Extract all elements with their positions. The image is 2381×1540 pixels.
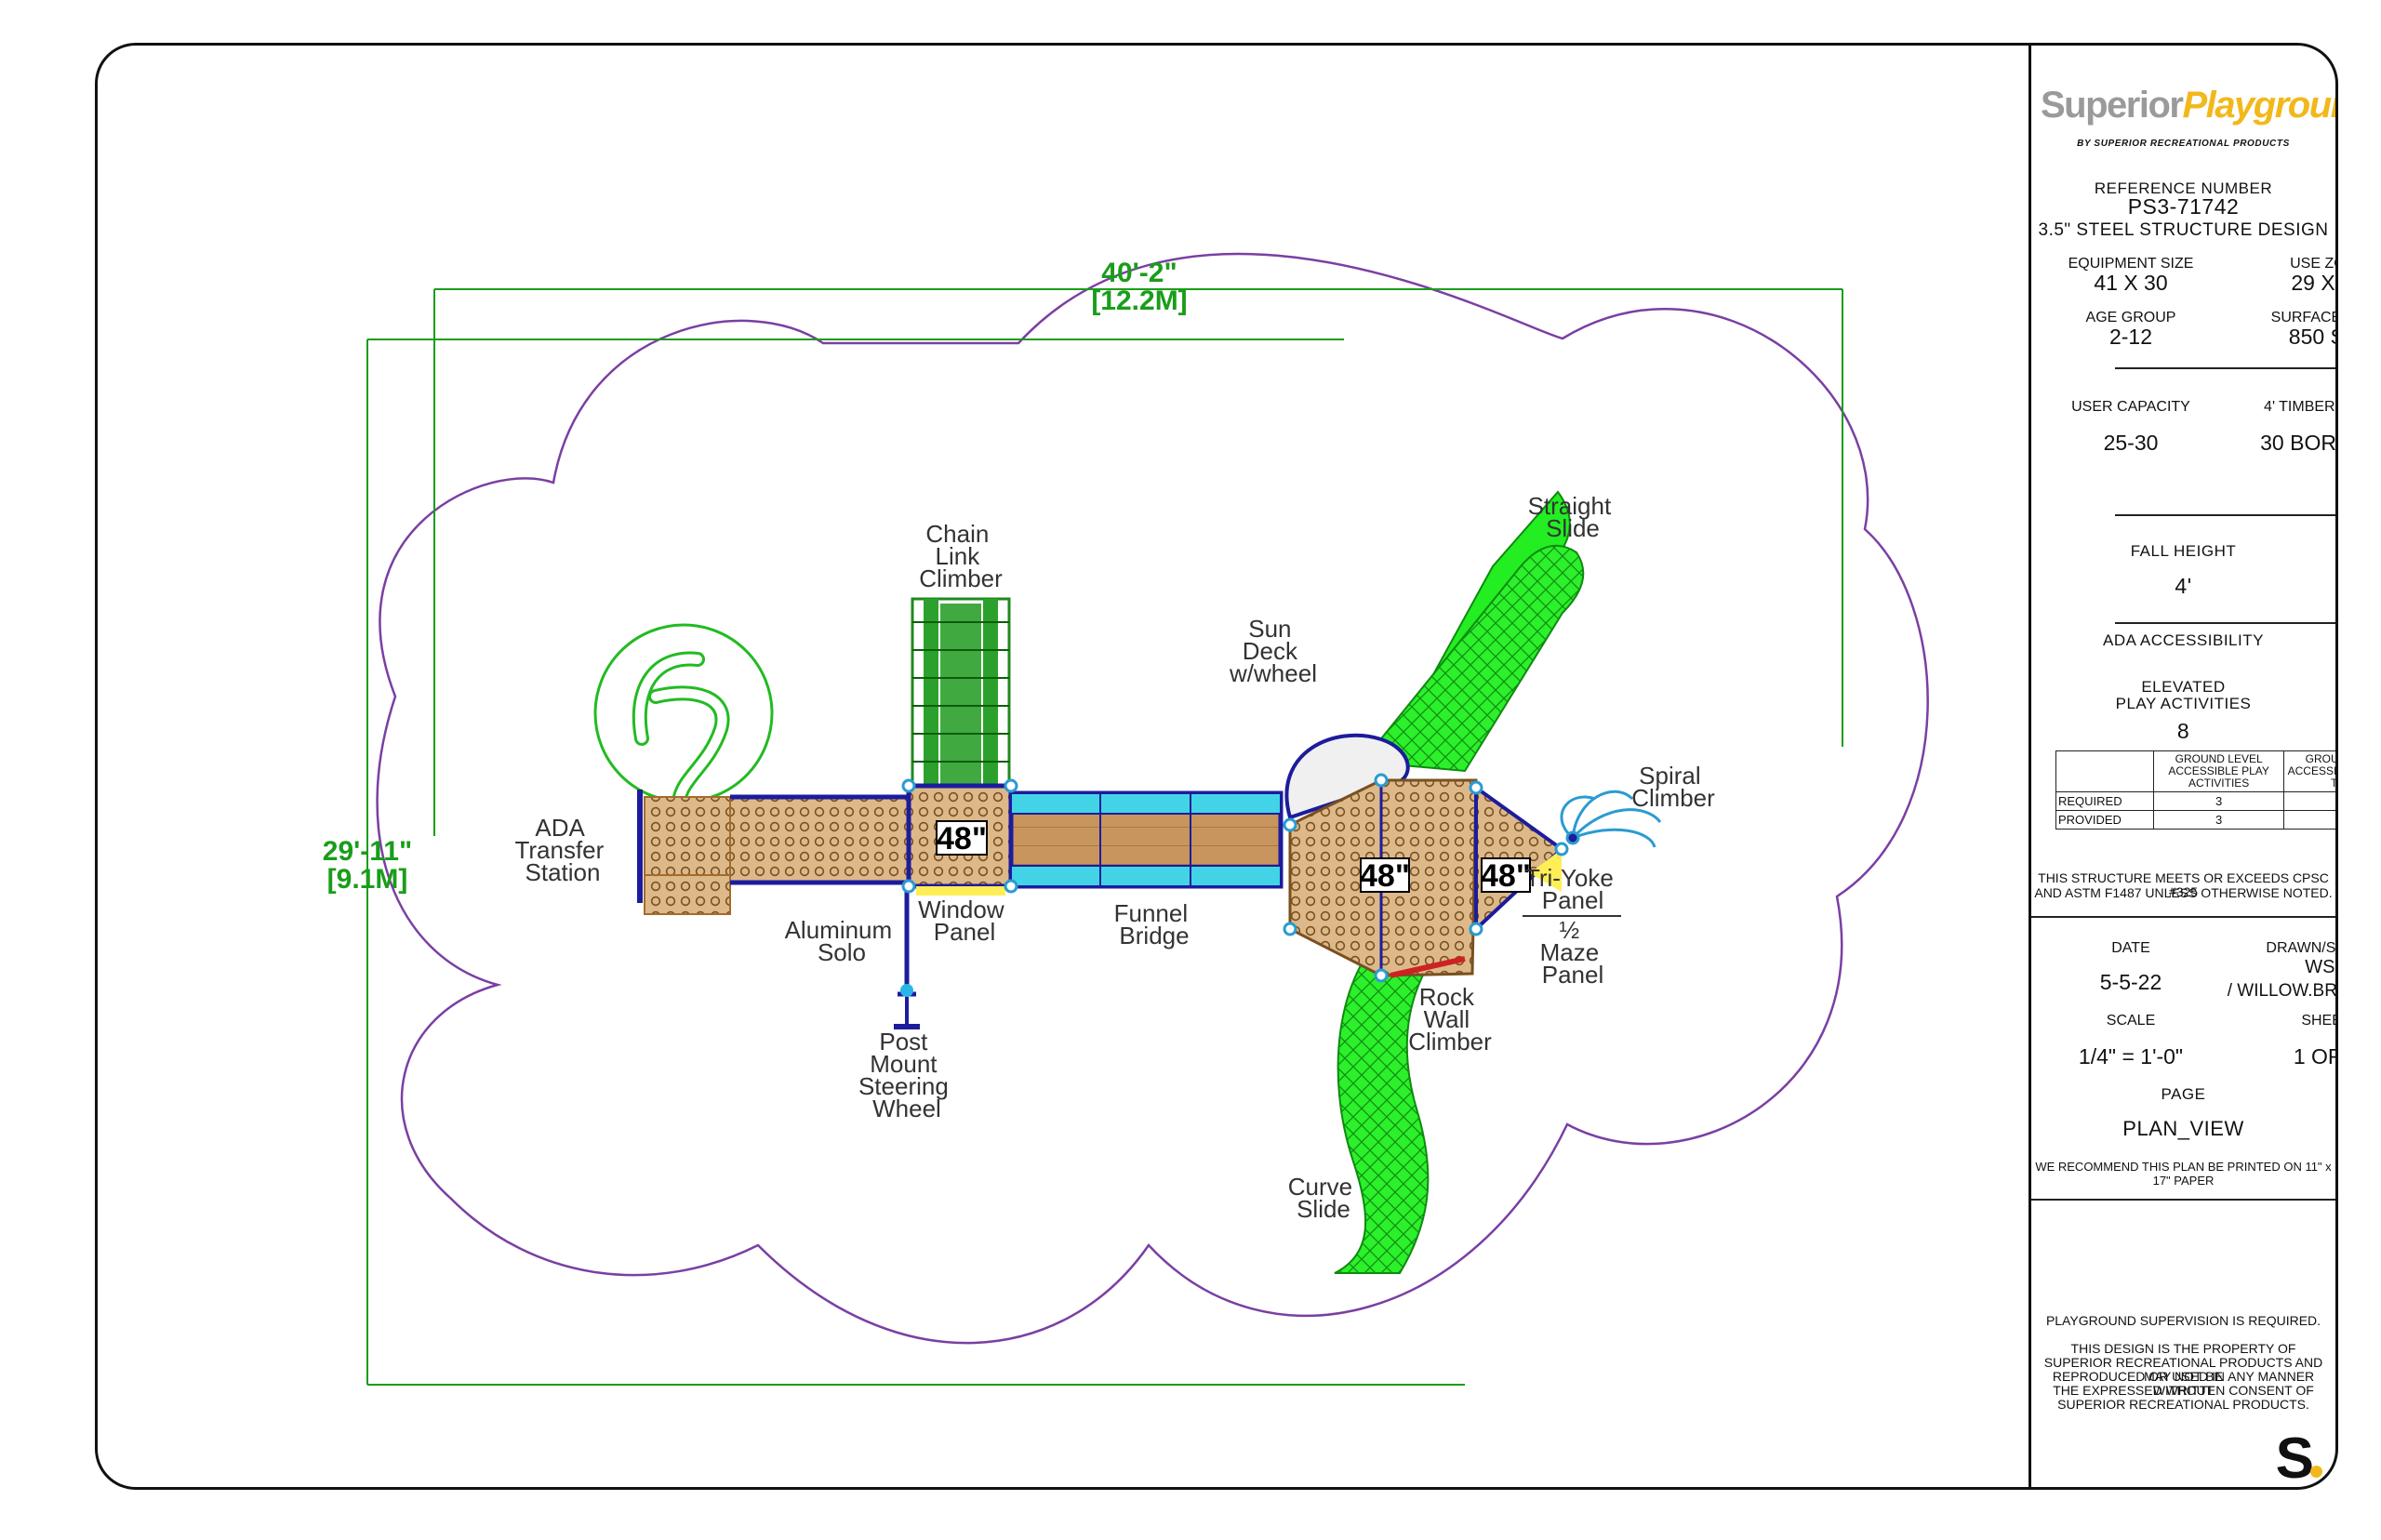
property-note-3: REPRODUCED OR USED IN ANY MANNER WITHOUT [2052, 1369, 2315, 1398]
label-ada-transfer-station: ADA Transfer Station [514, 814, 610, 886]
label-sun-deck: Sun Deck w/wheel [1229, 615, 1317, 687]
scale-label: SCALE [2106, 1013, 2156, 1029]
sheet-number: 1 OF 3 [2293, 1044, 2338, 1069]
plan-view: 40'-2" [12.2M] 29'-11" [9.1M] [323, 253, 1929, 1386]
age-group: 2-12 [2108, 325, 2153, 349]
divider [2115, 514, 2335, 516]
deck-1-height: 48" [937, 821, 987, 856]
surface-area-label: SURFACE AREA [2270, 310, 2338, 325]
height-dimension [366, 339, 1465, 1386]
timber-count-label: 4' TIMBER COUNT [2264, 399, 2335, 415]
reference-label: REFERENCE NUMBER [2094, 179, 2273, 197]
date-label: DATE [2111, 940, 2150, 956]
structure-posts [901, 773, 1569, 983]
width-dimension-ft: 40'-2" [1101, 258, 1177, 288]
label-curve-slide: Curve Slide [1288, 1173, 1360, 1223]
drawing-sheet: 40'-2" [12.2M] 29'-11" [9.1M] [95, 43, 2338, 1490]
drawn-by-label: DRAWN/SAVED BY [2266, 940, 2336, 956]
compliance-note-2: AND ASTM F1487 UNLESS OTHERWISE NOTED. [2034, 885, 2333, 900]
sheet-label: SHEET [2301, 1013, 2335, 1029]
width-dimension-m: [12.2M] [1091, 285, 1187, 316]
deck-1 [906, 783, 1014, 889]
label-straight-slide: Straight Slide [1528, 492, 1618, 542]
col-activity-types: GROUND LEVEL ACCESSIBLE ACTIVITY TYPES [2283, 750, 2335, 792]
equipment-size: 41 X 30 [2094, 271, 2168, 295]
deck-2-height: 48" [1360, 858, 1410, 894]
property-note-4: THE EXPRESSED WRITTEN CONSENT OF [2053, 1383, 2314, 1398]
property-note-1: THIS DESIGN IS THE PROPERTY OF [2070, 1341, 2296, 1356]
section-divider [2031, 916, 2335, 918]
row-label-provided: PROVIDED [2055, 810, 2154, 830]
label-post-mount-steering-wheel: Post Mount Steering Wheel [858, 1028, 955, 1122]
funnel-bridge [1008, 790, 1284, 889]
label-aluminum-solo: Aluminum Solo [785, 916, 899, 966]
chain-link-climber [911, 597, 1011, 791]
compliance-note-1: THIS STRUCTURE MEETS OR EXCEEDS CPSC #32… [2038, 870, 2329, 899]
equipment-size-label: EQUIPMENT SIZE [2068, 256, 2194, 272]
page-name: PLAN_VIEW [2122, 1117, 2244, 1140]
drawn-by-initials: WSB [2305, 957, 2335, 977]
use-zone-outline [376, 253, 1929, 1345]
superior-playgrounds-logo: SuperiorPlaygrounds [2041, 85, 2335, 126]
straight-slide [1361, 490, 1585, 773]
row-label-required: REQUIRED [2055, 791, 2154, 811]
use-zone-label: USE ZONE [2290, 256, 2335, 272]
corner-s-logo: S [2276, 1426, 2322, 1487]
ada-transfer-station [637, 790, 910, 915]
property-note-2: SUPERIOR RECREATIONAL PRODUCTS AND MAY N… [2043, 1355, 2323, 1384]
spiral-climber [1560, 790, 1662, 848]
sun-deck [1284, 733, 1410, 820]
elevated-count: 8 [2176, 719, 2190, 743]
height-dimension-m: [9.1M] [327, 864, 408, 895]
divider [2115, 622, 2335, 624]
page-label: PAGE [2161, 1085, 2206, 1103]
print-note: WE RECOMMEND THIS PLAN BE PRINTED ON 11"… [2035, 1160, 2332, 1188]
structure-design: 3.5" STEEL STRUCTURE DESIGN [2038, 220, 2329, 240]
section-divider [2031, 1199, 2335, 1201]
user-capacity: 25-30 [2103, 431, 2159, 455]
reference-number: PS3-71742 [2127, 194, 2240, 219]
property-note-5: SUPERIOR RECREATIONAL PRODUCTS. [2057, 1397, 2309, 1412]
provided-play-activities: 3 [2152, 810, 2285, 830]
divider [2115, 367, 2335, 369]
scale: 1/4" = 1'-0" [2078, 1044, 2184, 1069]
provided-activity-types: 3 [2283, 810, 2335, 830]
curve-slide [1334, 925, 1448, 1274]
label-funnel-bridge: Funnel Bridge [1114, 899, 1195, 949]
label-rock-wall-climber: Rock Wall Climber [1408, 983, 1492, 1055]
timber-count: 30 BORDERS [2260, 431, 2336, 455]
label-chain-link-climber: Chain Link Climber [919, 520, 1003, 592]
col-play-activities: GROUND LEVEL ACCESSIBLE PLAY ACTIVITIES [2152, 750, 2285, 792]
brand-f-icon [593, 623, 774, 820]
required-play-activities: 3 [2152, 791, 2285, 811]
height-dimension-ft: 29'-11" [323, 836, 412, 867]
date: 5-5-22 [2099, 970, 2162, 994]
label-spiral-climber: Spiral Climber [1631, 762, 1715, 812]
title-block: SuperiorPlaygrounds BY SUPERIOR RECREATI… [2029, 46, 2335, 1487]
accessibility-table: GROUND LEVEL ACCESSIBLE PLAY ACTIVITIES … [2055, 750, 2335, 830]
fall-height: 4' [2175, 574, 2192, 598]
fall-height-label: FALL HEIGHT [2130, 542, 2237, 560]
supervision-note: PLAYGROUND SUPERVISION IS REQUIRED. [2045, 1313, 2321, 1328]
logo-subtitle: BY SUPERIOR RECREATIONAL PRODUCTS [2077, 139, 2290, 149]
elevated-label-1: ELEVATED [2141, 678, 2226, 696]
width-dimension [433, 288, 1843, 836]
deck-3 [1474, 784, 1565, 934]
elevated-label-2: PLAY ACTIVITIES [2115, 695, 2252, 712]
user-capacity-label: USER CAPACITY [2071, 399, 2190, 415]
drawn-by-name: / WILLOW.BRANSCUM [2227, 981, 2337, 1001]
label-half-maze-panel: ½ Maze Panel [1540, 916, 1606, 989]
required-activity-types: 3 [2283, 791, 2335, 811]
label-window-panel: Window Panel [918, 896, 1011, 946]
deck-3-height: 48" [1481, 858, 1531, 894]
ada-accessibility-label: ADA ACCESSIBILITY [2103, 631, 2264, 649]
use-zone: 29 X 19 [2291, 271, 2335, 295]
age-group-label: AGE GROUP [2085, 310, 2176, 325]
surface-area: 850 S.F. [2288, 325, 2335, 349]
post-mount-steering-wheel [894, 886, 920, 1029]
window-panel [916, 886, 1005, 896]
label-tri-yoke-panel: Tri-Yoke Panel [1525, 864, 1620, 914]
